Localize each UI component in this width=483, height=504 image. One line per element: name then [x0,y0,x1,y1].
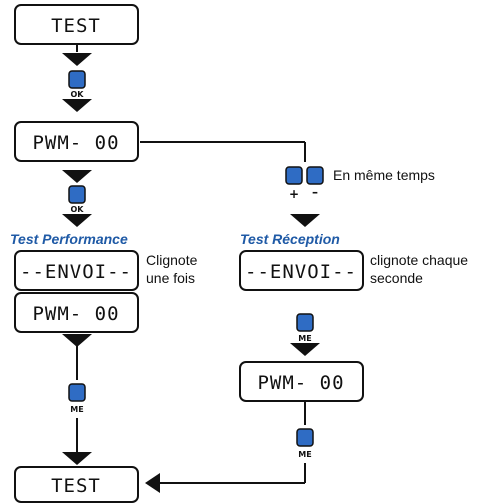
lcd-envoi-right-text: --ENVOI-- [245,261,357,283]
arrow-down-8 [290,343,320,356]
ok-button-1: OK [68,70,86,99]
clignote-line2: une fois [146,270,195,286]
test-reception-title: Test Réception [240,231,340,247]
arrow-down-1 [62,53,92,66]
minus-button: – [306,166,324,199]
me-label-right-1: ME [298,334,311,343]
clignote-line1: Clignote [146,252,198,268]
lcd-test-bottom-text: TEST [51,475,101,497]
arrow-down-4 [62,214,92,227]
arrowheads [62,53,320,493]
me-button-right-1: ME [296,313,314,343]
lcd-pwm-right-text: PWM- 00 [257,372,344,394]
test-performance-title: Test Performance [10,231,128,247]
lcd-pwm-left-text: PWM- 00 [32,303,119,325]
arrow-left-final [145,473,160,493]
lcd-envoi-left: --ENVOI-- [14,250,139,291]
me-button-right-2: ME [296,428,314,459]
ok-button-2: OK [68,185,86,214]
lcd-test-top: TEST [14,4,139,45]
clignote-chaque-line2: seconde [370,270,423,286]
arrow-down-2 [62,99,92,112]
lcd-pwm-left: PWM- 00 [14,292,139,333]
connectors [76,44,306,484]
clignote-chaque-line1: clignote chaque [370,252,468,268]
lcd-pwm-main-text: PWM- 00 [32,132,119,154]
me-button-left: ME [68,383,86,414]
lcd-test-bottom: TEST [14,466,139,503]
ok-label-2: OK [71,205,85,214]
arrow-down-5 [62,334,92,347]
plus-label: + [289,187,299,201]
plus-button: + [285,166,303,201]
arrow-down-6 [62,452,92,465]
minus-label: – [312,185,318,199]
lcd-pwm-main: PWM- 00 [14,121,139,162]
me-label-left: ME [70,405,83,414]
ok-label-1: OK [71,90,85,99]
arrow-down-3 [62,170,92,183]
arrow-down-7 [290,214,320,227]
same-time-label: En même temps [333,167,435,183]
lcd-envoi-left-text: --ENVOI-- [20,261,132,283]
lcd-pwm-right: PWM- 00 [239,361,364,402]
me-label-right-2: ME [298,450,311,459]
lcd-test-top-text: TEST [51,15,101,37]
lcd-envoi-right: --ENVOI-- [239,250,364,291]
